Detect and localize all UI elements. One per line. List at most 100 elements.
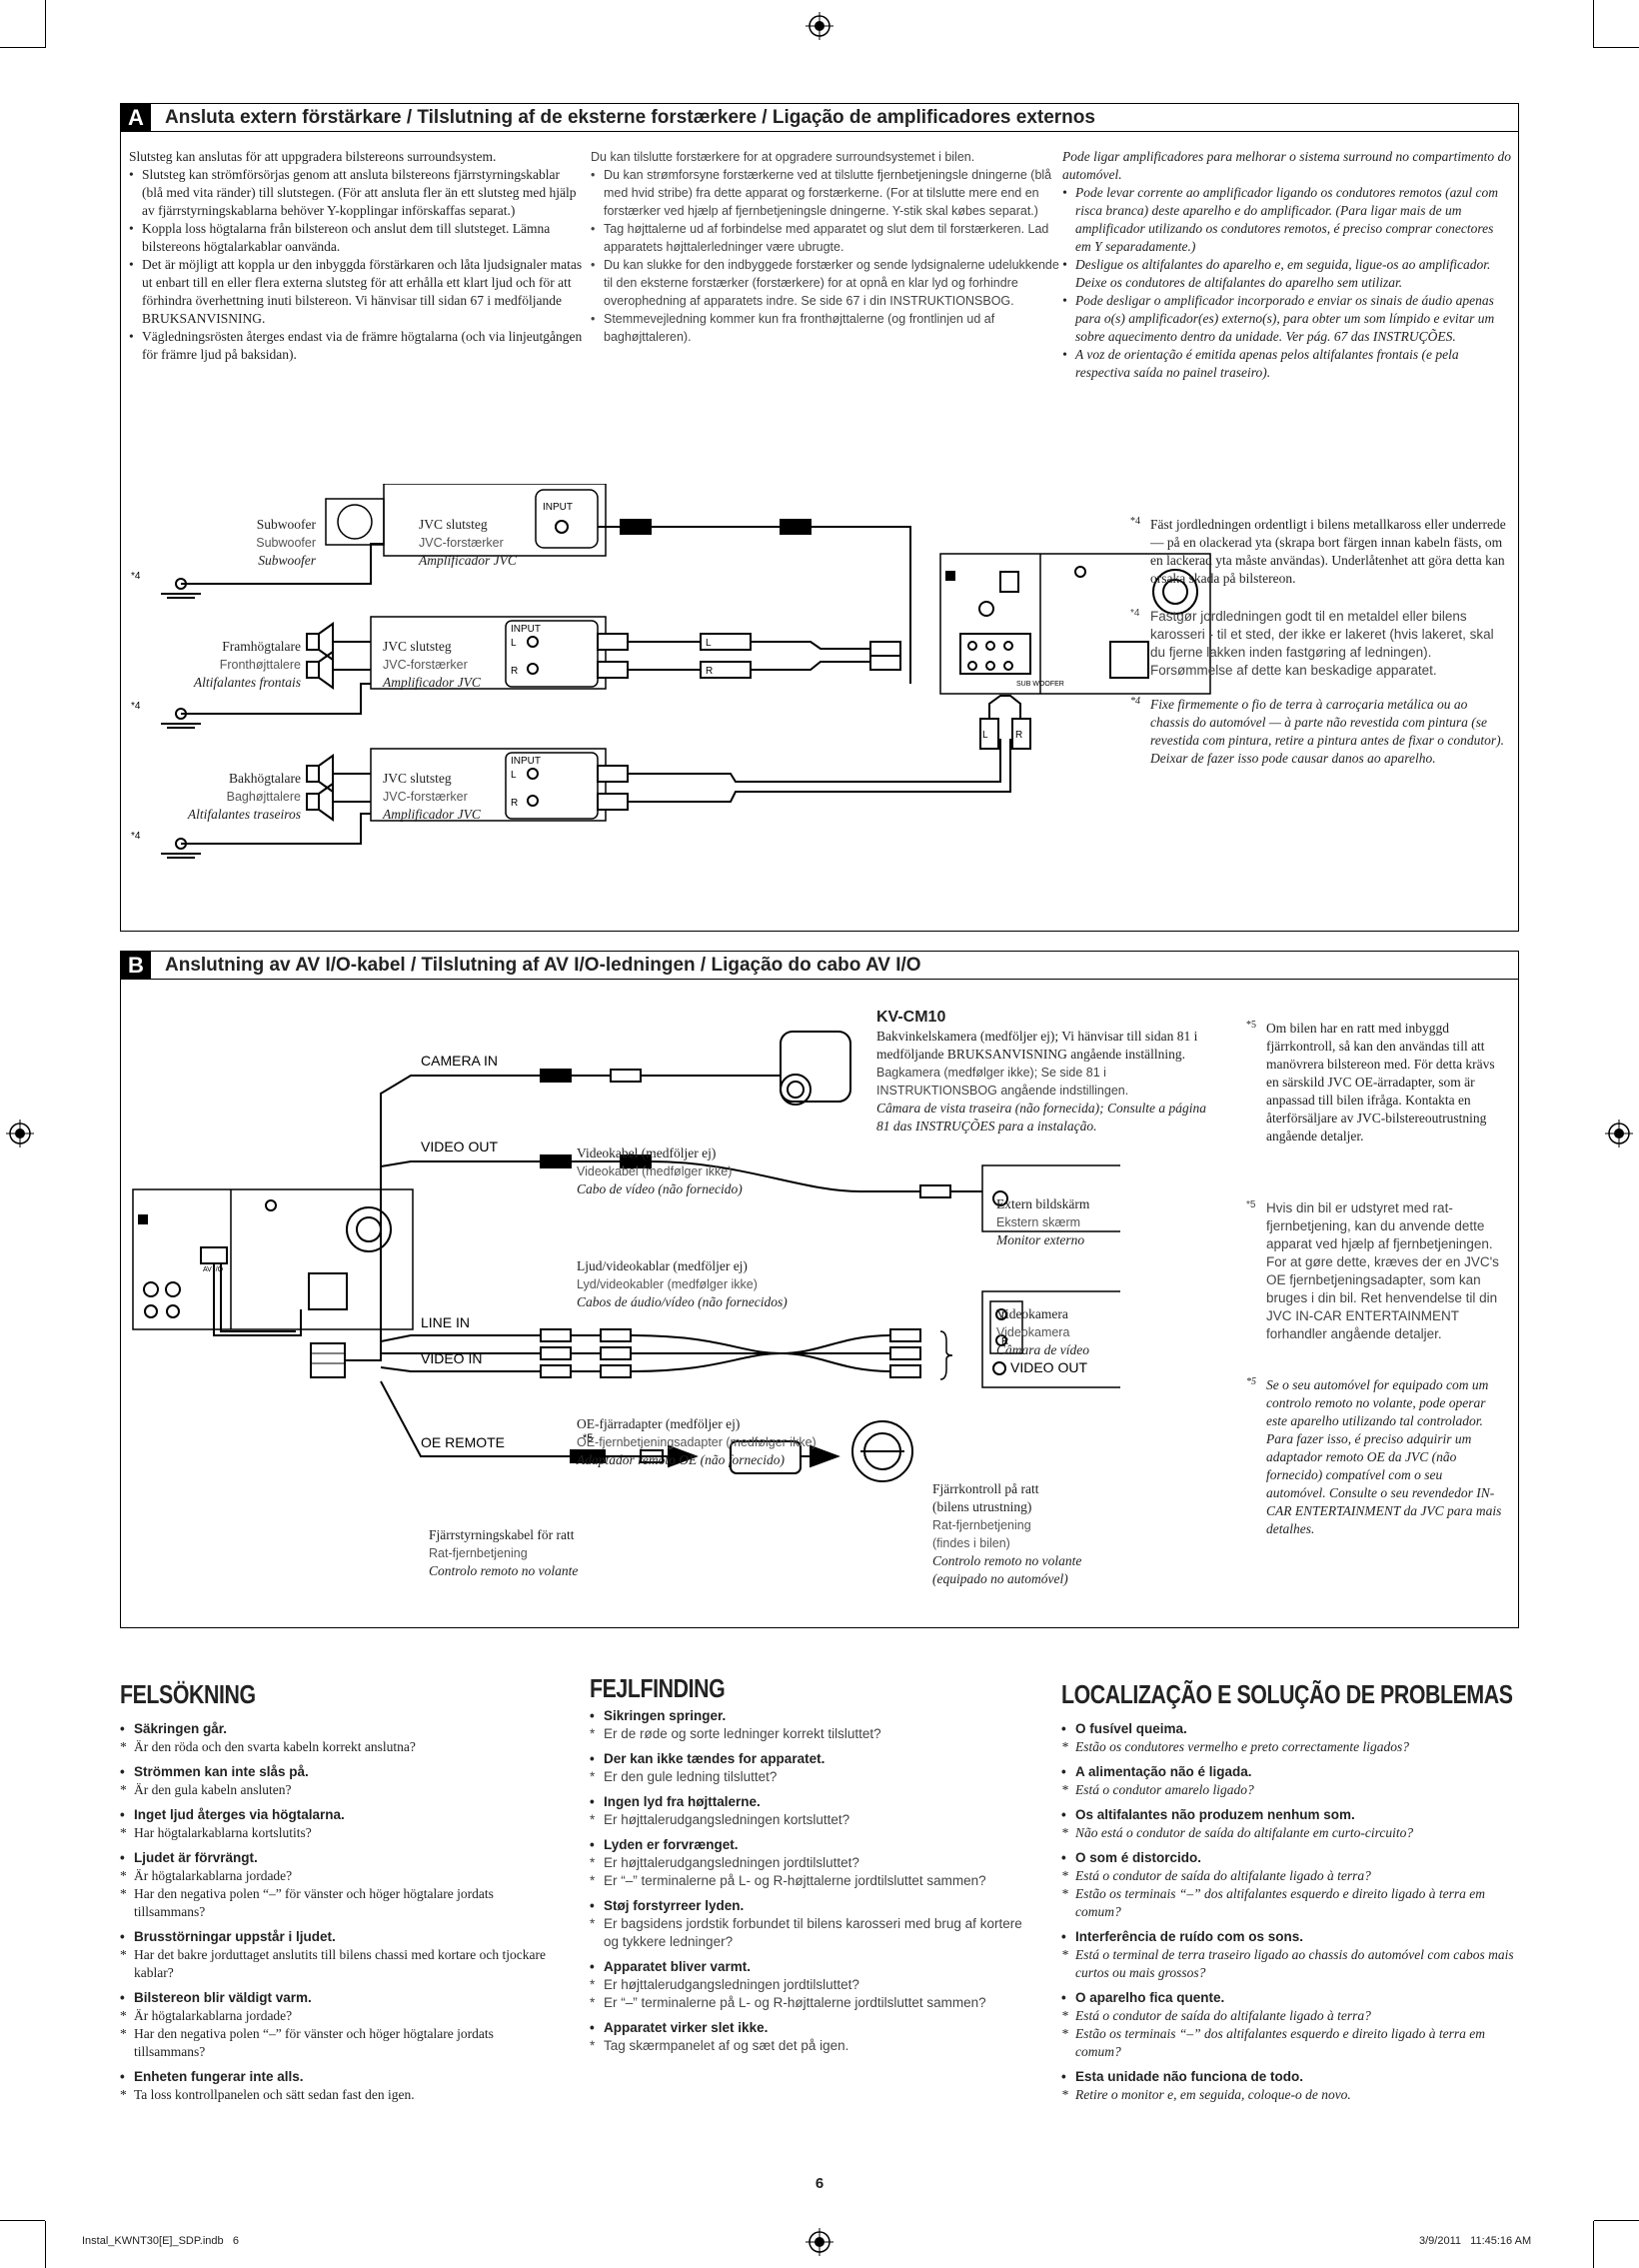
solution: Está o terminal de terra traseiro ligado… xyxy=(1061,1946,1521,1982)
section-title: Anslutning av AV I/O-kabel / Tilslutning… xyxy=(165,955,921,976)
registration-mark-icon xyxy=(806,12,833,40)
registration-mark-icon xyxy=(6,1120,34,1147)
r-label: R xyxy=(511,666,518,677)
camera-in-label: CAMERA IN xyxy=(421,1053,498,1069)
list-item: Du kan strømforsyne forstærkerne ved at … xyxy=(591,166,1060,220)
portuguese-column: Pode ligar amplificadores para melhorar … xyxy=(1062,148,1512,382)
problem: Lyden er forvrænget. xyxy=(590,1836,1029,1854)
amplifier-box xyxy=(383,484,607,557)
l-label: L xyxy=(511,638,517,649)
solution: Está o condutor amarelo ligado? xyxy=(1061,1781,1521,1799)
troubleshooting-pt: LOCALIZAÇÃO E SOLUÇÃO DE PROBLEMAS O fus… xyxy=(1061,1679,1521,2104)
solution: Estão os condutores vermelho e preto cor… xyxy=(1061,1738,1521,1756)
head-unit-rear xyxy=(132,1188,414,1330)
crop-mark xyxy=(0,2220,45,2221)
problem: Støj forstyrreer lyden. xyxy=(590,1897,1029,1915)
solution: Tag skærmpanelet af og sæt det på igen. xyxy=(590,2037,1029,2055)
solution: Er “–” terminalerne på L- og R-højttaler… xyxy=(590,1872,1029,1890)
camcorder-label: Videokamera Videokamera Câmara de vídeo xyxy=(996,1306,1089,1357)
section-heading: FELSÖKNING xyxy=(120,1679,256,1709)
problem: Ingen lyd fra højttalerne. xyxy=(590,1793,1029,1811)
list-item: Tag højttalerne ud af forbindelse med ap… xyxy=(591,220,1060,256)
av-cables-label: Ljud/videokablar (medföljer ej) Lyd/vide… xyxy=(577,1258,788,1309)
solution: Não está o condutor de saída do altifala… xyxy=(1061,1824,1521,1842)
solution: Er højttalerudgangsledningen kortsluttet… xyxy=(590,1811,1029,1829)
solution: Är den röda och den svarta kabeln korrek… xyxy=(120,1738,560,1756)
section-letter: A xyxy=(121,104,151,132)
troubleshooting-da: FEJLFINDING Sikringen springer. Er de rø… xyxy=(590,1675,1029,2055)
video-in-label: VIDEO IN xyxy=(421,1350,482,1366)
list-item: Koppla loss högtalarna från bilstereon o… xyxy=(129,220,584,256)
solution: Er den gule ledning tilsluttet? xyxy=(590,1768,1029,1786)
solution: Está o condutor de saída do altifalante … xyxy=(1061,1867,1521,1885)
remote-cable-label: Fjärrstyrningskabel för ratt Rat-fjernbe… xyxy=(429,1527,579,1578)
l-label: L xyxy=(982,730,988,741)
problem: Interferência de ruído com os sons. xyxy=(1061,1928,1521,1946)
solution: Er bagsidens jordstik forbundet til bile… xyxy=(590,1915,1029,1951)
problem: O aparelho fica quente. xyxy=(1061,1989,1521,2007)
solution: Ta loss kontrollpanelen och sätt sedan f… xyxy=(120,2086,560,2104)
list-item: Pode levar corrente ao amplificador liga… xyxy=(1062,184,1512,256)
list-item: Slutsteg kan strömförsörjas genom att an… xyxy=(129,166,584,220)
problem: Ljudet är förvrängt. xyxy=(120,1849,560,1867)
sub-woofer-label: SUB WOOFER xyxy=(1016,681,1064,688)
problem: Inget ljud återges via högtalarna. xyxy=(120,1806,560,1824)
problem: Esta unidade não funciona de todo. xyxy=(1061,2068,1521,2086)
section-b: B Anslutning av AV I/O-kabel / Tilslutni… xyxy=(120,951,1519,1628)
registration-mark-icon xyxy=(806,2228,833,2256)
cam-video-out-label: VIDEO OUT xyxy=(1010,1359,1087,1375)
kv-pt: Câmara de vista traseira (não fornecida)… xyxy=(876,1101,1206,1134)
solution: Har den negativa polen “–” för vänster o… xyxy=(120,1885,560,1921)
solution: Er “–” terminalerne på L- og R-højttaler… xyxy=(590,1994,1029,2012)
problem: Apparatet bliver varmt. xyxy=(590,1958,1029,1976)
input-label: INPUT xyxy=(543,502,573,513)
ground-mark: *4 xyxy=(131,831,141,842)
section-letter: B xyxy=(121,952,151,980)
problem: Strömmen kan inte slås på. xyxy=(120,1763,560,1781)
amplifier-box xyxy=(370,616,607,690)
solution: Er højttalerudgangsledningen jordtilslut… xyxy=(590,1854,1029,1872)
solution: Har det bakre jorduttaget anslutits till… xyxy=(120,1946,560,1982)
crop-mark xyxy=(45,2221,46,2268)
solution: Är högtalarkablarna jordade? xyxy=(120,2007,560,2025)
kv-cm10-title: KV-CM10 xyxy=(876,1009,946,1026)
solution: Har högtalarkablarna kortslutits? xyxy=(120,1824,560,1842)
rear-speakers-label: Bakhögtalare Baghøjttalere Altifalantes … xyxy=(187,771,301,822)
solution: Är högtalarkablarna jordade? xyxy=(120,1867,560,1885)
intro-text: Du kan tilslutte forstærkere for at opgr… xyxy=(591,150,975,164)
section-heading: LOCALIZAÇÃO E SOLUÇÃO DE PROBLEMAS xyxy=(1061,1679,1513,1709)
kv-sv: Bakvinkelskamera (medföljer ej); Vi hänv… xyxy=(876,1029,1198,1062)
crop-mark xyxy=(1593,2221,1594,2268)
page-number: 6 xyxy=(815,2175,824,2192)
av-io-label: AV I/O xyxy=(203,1266,224,1273)
amplifier-label: JVC slutsteg JVC-forstærker Amplificador… xyxy=(383,771,481,822)
line-in-label: LINE IN xyxy=(421,1314,470,1330)
registration-mark-icon xyxy=(1605,1120,1633,1147)
video-cable-label: Videokabel (medföljer ej) Videokabel (me… xyxy=(577,1145,743,1196)
solution: Er højttalerudgangsledningen jordtilslut… xyxy=(590,1976,1029,1994)
amplifier-box xyxy=(370,748,607,822)
crop-mark xyxy=(1594,2220,1639,2221)
crop-mark xyxy=(1594,47,1639,48)
crop-mark xyxy=(0,47,45,48)
footnote-mark: *5 xyxy=(583,1432,593,1444)
ground-mark: *4 xyxy=(131,701,141,712)
list-item: Det är möjligt att koppla ur den inbyggd… xyxy=(129,256,584,328)
problem: Enheten fungerar inte alls. xyxy=(120,2068,560,2086)
intro-text: Slutsteg kan anslutas för att uppgradera… xyxy=(129,149,497,164)
front-speakers-label: Framhögtalare Fronthøjttalere Altifalant… xyxy=(193,639,301,690)
list-item: Pode desligar o amplificador incorporado… xyxy=(1062,292,1512,346)
solution: Har den negativa polen “–” för vänster o… xyxy=(120,2025,560,2061)
crop-mark xyxy=(45,0,46,48)
solution: Är den gula kabeln ansluten? xyxy=(120,1781,560,1799)
input-label: INPUT xyxy=(511,624,541,635)
problem: Sikringen springer. xyxy=(590,1707,1029,1725)
video-out-label: VIDEO OUT xyxy=(421,1138,498,1154)
problem: O som é distorcido. xyxy=(1061,1849,1521,1867)
l-label: L xyxy=(706,638,712,649)
kv-da: Bagkamera (medfølger ikke); Se side 81 i… xyxy=(876,1066,1129,1098)
